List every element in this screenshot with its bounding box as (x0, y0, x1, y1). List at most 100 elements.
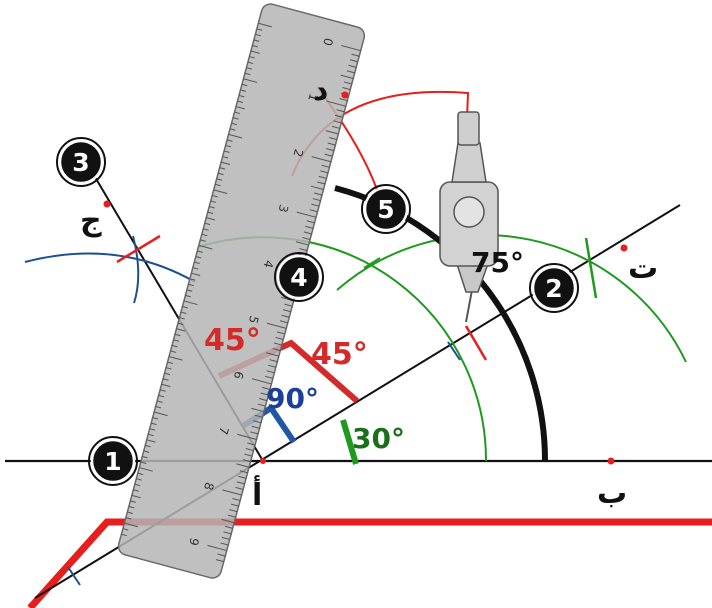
ruler-tick (128, 505, 135, 509)
point-b-label: ب (597, 476, 627, 511)
ruler-tick (148, 433, 154, 437)
ruler-tick (145, 444, 151, 448)
ruler-tick (228, 133, 243, 139)
step-badge-4: 4 (274, 252, 324, 302)
compass-hinge (453, 196, 485, 228)
ruler-tick (206, 217, 216, 221)
green-angle-label: 30° (352, 422, 405, 455)
ruler-tick (197, 250, 203, 253)
ruler-tick (217, 553, 226, 557)
ruler-tick (122, 528, 129, 531)
ruler-tick (310, 185, 324, 191)
ruler-tick (223, 150, 230, 153)
ruler-tick (253, 39, 260, 42)
ruler-tick (215, 559, 224, 563)
ruler-tick (176, 328, 186, 332)
ruler-tick (158, 394, 165, 398)
green-mark-cross (584, 237, 598, 299)
ruler-tick (155, 405, 162, 409)
ruler-tick (336, 109, 345, 113)
ruler-tick (221, 518, 235, 524)
ruler-tick (152, 417, 159, 420)
ruler-tick (174, 333, 181, 337)
ruler-tick (177, 322, 184, 326)
ruler-tick (127, 511, 133, 514)
ruler-tick (251, 425, 260, 429)
ruler-ticks (121, 22, 361, 563)
compass[interactable] (439, 111, 499, 323)
step-badge-1: 1 (88, 436, 138, 486)
ruler-tick (215, 183, 221, 187)
ruler-tick (245, 448, 254, 452)
black-angle-label: 75° (471, 246, 524, 279)
ruler-tick (243, 78, 258, 83)
ruler-tick (232, 117, 239, 120)
ruler-tick (156, 400, 163, 403)
ruler-tick (266, 370, 275, 374)
point-d-label: د (313, 73, 328, 108)
ruler-tick (265, 375, 274, 379)
ruler-number: 4 (261, 259, 277, 270)
ruler-tick (221, 536, 230, 540)
ruler-tick (165, 367, 172, 370)
ruler-tick (249, 56, 255, 59)
ruler-tick (334, 114, 343, 118)
step-badge-2-text: 2 (545, 274, 562, 303)
ruler-tick (201, 233, 208, 237)
ruler-tick (318, 175, 327, 179)
ruler-tick (154, 411, 168, 417)
ruler-tick (194, 261, 200, 265)
ruler-tick (216, 178, 223, 181)
ruler-tick (252, 44, 258, 48)
ruler-tick (241, 83, 248, 87)
red-mark-j (116, 234, 161, 264)
ruler-tick (244, 453, 253, 457)
ruler-tick (139, 467, 153, 472)
ruler-tick (149, 428, 156, 431)
ruler-tick (317, 181, 326, 185)
ruler-tick (351, 53, 360, 57)
ruler-tick (305, 225, 314, 229)
ruler-tick (198, 244, 213, 250)
ruler-tick (173, 339, 180, 342)
ruler-tick (210, 200, 217, 203)
green-arc-right (336, 233, 687, 363)
ruler-tick (186, 289, 193, 292)
ruler-tick (125, 517, 132, 520)
ruler-tick (195, 256, 202, 259)
ruler-tick (256, 28, 263, 31)
ruler-tick (339, 98, 348, 102)
ruler-tick (279, 320, 288, 324)
ruler-tick (236, 463, 250, 468)
ruler-tick (260, 392, 269, 396)
ruler-tick (207, 211, 214, 215)
ruler-number: 9 (186, 536, 202, 547)
ruler-tick (131, 494, 141, 499)
ruler-tick (240, 89, 246, 92)
ruler-tick (238, 94, 245, 98)
ruler-tick (224, 525, 233, 529)
ruler-tick (268, 364, 276, 368)
ruler-tick (327, 142, 336, 146)
ruler-tick (229, 509, 238, 513)
blue-mark-2 (67, 566, 81, 586)
ruler-tick (242, 459, 251, 463)
ruler-tick (349, 59, 358, 63)
ruler-tick (188, 283, 194, 287)
ruler-tick (325, 130, 339, 135)
ruler-tick (259, 398, 268, 402)
ruler-tick (180, 311, 187, 314)
ruler-tick (133, 489, 139, 492)
ruler-number: 1 (305, 92, 321, 103)
ruler-tick (281, 314, 290, 318)
point-j-dot (103, 200, 111, 208)
ruler-tick (136, 478, 142, 481)
red-angle-label-right: 45° (311, 337, 368, 372)
green-angle-marker (340, 419, 359, 465)
ruler-tick (311, 156, 332, 163)
point-t-label: ت (628, 251, 658, 286)
ruler-number: 3 (275, 203, 291, 214)
ruler-tick (236, 481, 245, 485)
